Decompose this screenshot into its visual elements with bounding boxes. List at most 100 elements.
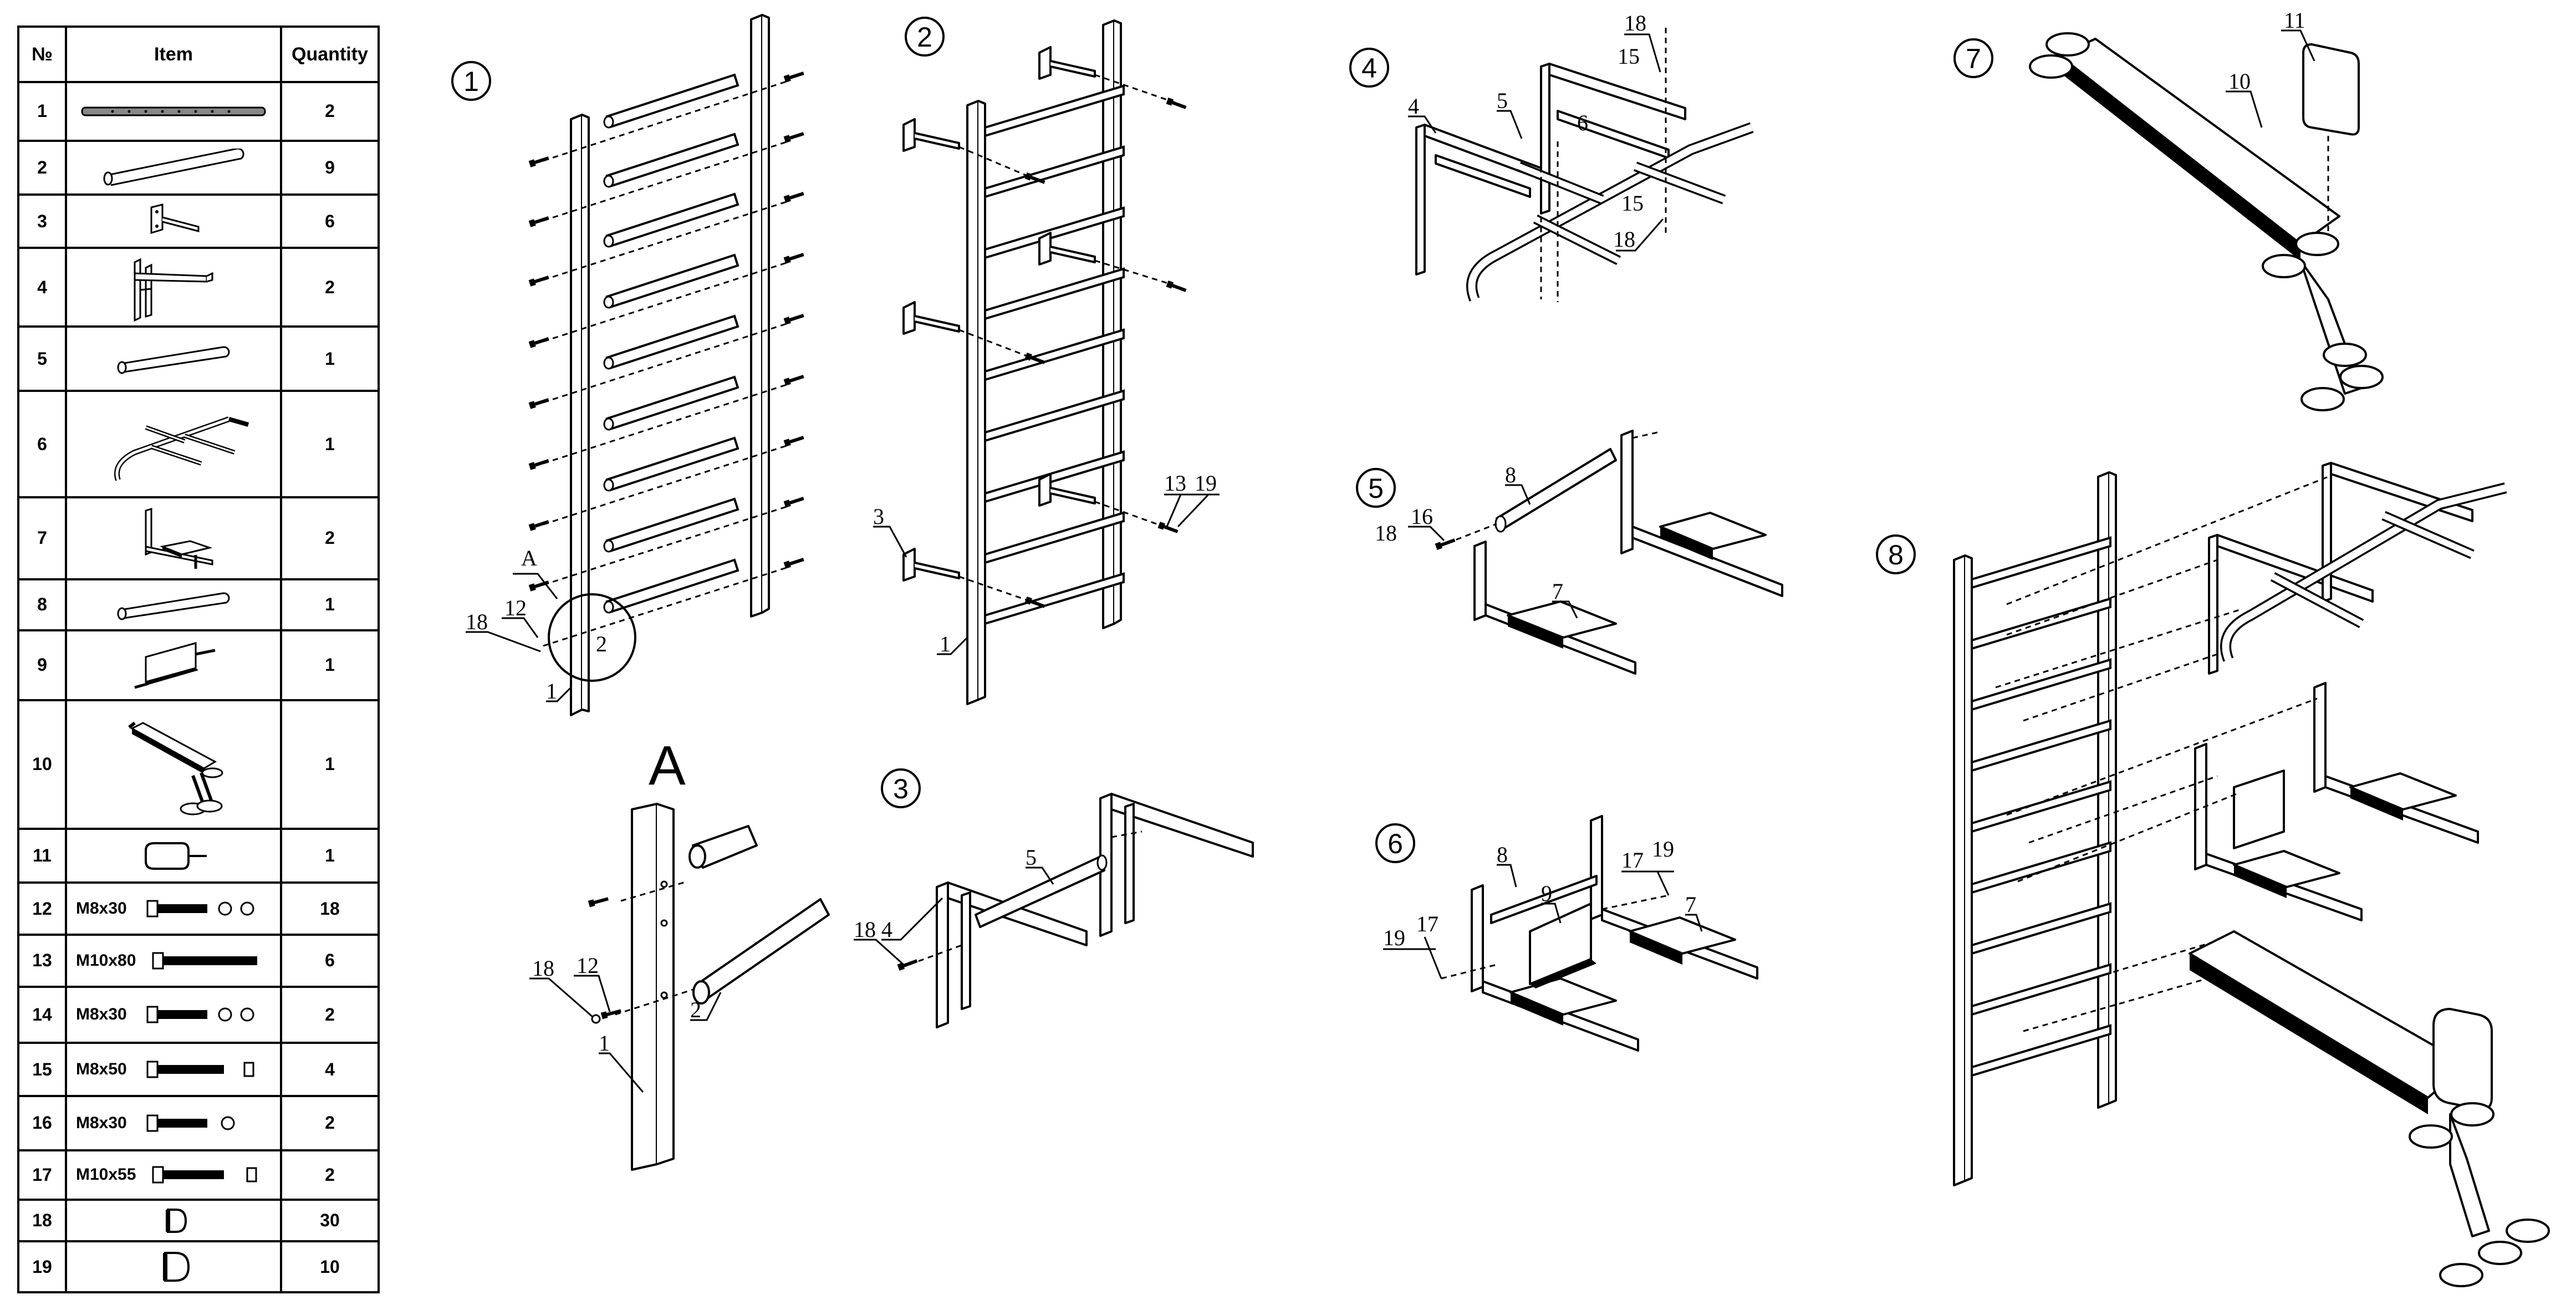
table-row: 17 M10x55 2 (17, 1149, 380, 1201)
callout-label: 8 (1505, 462, 1516, 487)
callout-label: 7 (1552, 579, 1563, 604)
callout-label: 17 (1416, 911, 1439, 936)
row-quantity: 1 (280, 390, 380, 498)
callout-label: 3 (873, 504, 884, 529)
bolt-spec: M10x80 (76, 951, 136, 970)
head-pad-icon (145, 842, 207, 870)
callout-label: 18 (1624, 11, 1646, 35)
step-1-marker (451, 61, 491, 101)
cross-tube-icon (117, 592, 230, 620)
header-number: № (17, 26, 67, 83)
row-item: M10x80 (65, 933, 282, 988)
row-quantity: 1 (280, 699, 380, 830)
step-1-number: 1 (463, 66, 479, 97)
callout-label: 12 (504, 595, 527, 620)
pull-up-bar-icon (114, 416, 249, 481)
table-row: 16 M8x30 2 (17, 1094, 380, 1151)
callout-label: 19 (1383, 925, 1405, 950)
detail-label: A (649, 735, 686, 797)
row-number: 8 (17, 578, 67, 631)
wall-bar-post-icon (81, 106, 266, 116)
step-1-drawing: 1 (451, 14, 805, 716)
row-quantity: 10 (280, 1240, 380, 1293)
table-row: 12 M8x30 18 (17, 881, 380, 936)
callout-label: 17 (1621, 848, 1644, 873)
callout-label: 6 (1577, 110, 1588, 135)
row-item (65, 496, 282, 581)
parts-table: № Item Quantity 1 2 2 9 (17, 26, 380, 1293)
step-8-number: 8 (1888, 539, 1904, 570)
row-number: 7 (17, 496, 67, 581)
row-quantity: 1 (280, 325, 380, 393)
row-quantity: 18 (280, 881, 380, 936)
step-3-drawing: 3 4 5 18 (854, 768, 1254, 1028)
callout-label: 9 (1541, 881, 1552, 906)
row-item (65, 629, 282, 701)
callout-label: 4 (1408, 94, 1419, 119)
bolt-spec: M10x55 (76, 1165, 136, 1184)
table-row: 14 M8x30 2 (17, 985, 380, 1044)
rung-tube-icon (103, 148, 244, 186)
callout-label: 2 (690, 997, 701, 1022)
callout-label: 10 (2228, 69, 2251, 94)
callout-label: 18 (532, 956, 554, 981)
callout-label: 15 (1621, 191, 1644, 216)
row-item (65, 325, 282, 393)
row-number: 5 (17, 325, 67, 393)
callout-label: A (521, 546, 537, 570)
callout-label: 5 (1497, 88, 1508, 113)
table-row: 5 1 (17, 325, 380, 393)
step-5-number: 5 (1368, 473, 1384, 504)
bolt-washer-icon (146, 1114, 235, 1132)
row-quantity: 1 (280, 578, 380, 631)
row-item (65, 1199, 282, 1243)
row-number: 3 (17, 193, 67, 249)
row-item: M8x30 (65, 985, 282, 1044)
callout-label: 5 (1026, 845, 1037, 870)
step-8-drawing: 8 (1876, 462, 2550, 1287)
row-quantity: 2 (280, 81, 380, 142)
step-4-drawing: 4 18 15 4 5 6 15 18 (1349, 11, 1754, 302)
row-number: 2 (17, 139, 67, 196)
step-7-drawing: 7 11 10 (1953, 8, 2384, 411)
table-row: 19 10 (17, 1240, 380, 1293)
row-number: 4 (17, 247, 67, 328)
row-item: M8x50 (65, 1042, 282, 1097)
table-row: 10 1 (17, 699, 380, 830)
callout-label: 8 (1497, 842, 1508, 867)
callout-label: 13 (1164, 471, 1186, 496)
bolt-washers-icon (146, 1006, 254, 1023)
table-row: 18 30 (17, 1199, 380, 1243)
table-row: 3 6 (17, 193, 380, 249)
bolt-nut-icon (146, 1061, 254, 1078)
row-quantity: 2 (280, 496, 380, 581)
table-row: 9 1 (17, 629, 380, 701)
row-quantity: 4 (280, 1042, 380, 1097)
table-row: 13 M10x80 6 (17, 933, 380, 988)
row-number: 13 (17, 933, 67, 988)
callout-label: 11 (2284, 8, 2305, 33)
row-item (65, 81, 282, 142)
callout-label: 7 (1685, 892, 1696, 917)
step-2-number: 2 (917, 22, 932, 53)
row-number: 12 (17, 881, 67, 936)
callout-label: 1 (940, 631, 951, 656)
row-quantity: 2 (280, 1149, 380, 1201)
callout-label: 18 (1375, 521, 1397, 546)
row-item (65, 247, 282, 328)
bolt-spec: M8x30 (76, 1005, 127, 1024)
row-quantity: 9 (280, 139, 380, 196)
row-number: 10 (17, 699, 67, 830)
step-6-number: 6 (1388, 828, 1403, 859)
table-header-row: № Item Quantity (17, 26, 380, 83)
step-6-drawing: 6 8 9 17 19 7 19 17 (1375, 815, 1758, 1052)
row-item (65, 578, 282, 631)
row-number: 16 (17, 1094, 67, 1151)
row-quantity: 2 (280, 247, 380, 328)
row-item: M8x30 (65, 1094, 282, 1151)
cross-tube-icon (117, 346, 230, 374)
callout-label: 18 (1613, 227, 1635, 252)
step-7-number: 7 (1966, 43, 1981, 74)
callout-label: 15 (1618, 44, 1640, 69)
detail-a-drawing: A 18 12 2 1 (529, 735, 830, 1171)
